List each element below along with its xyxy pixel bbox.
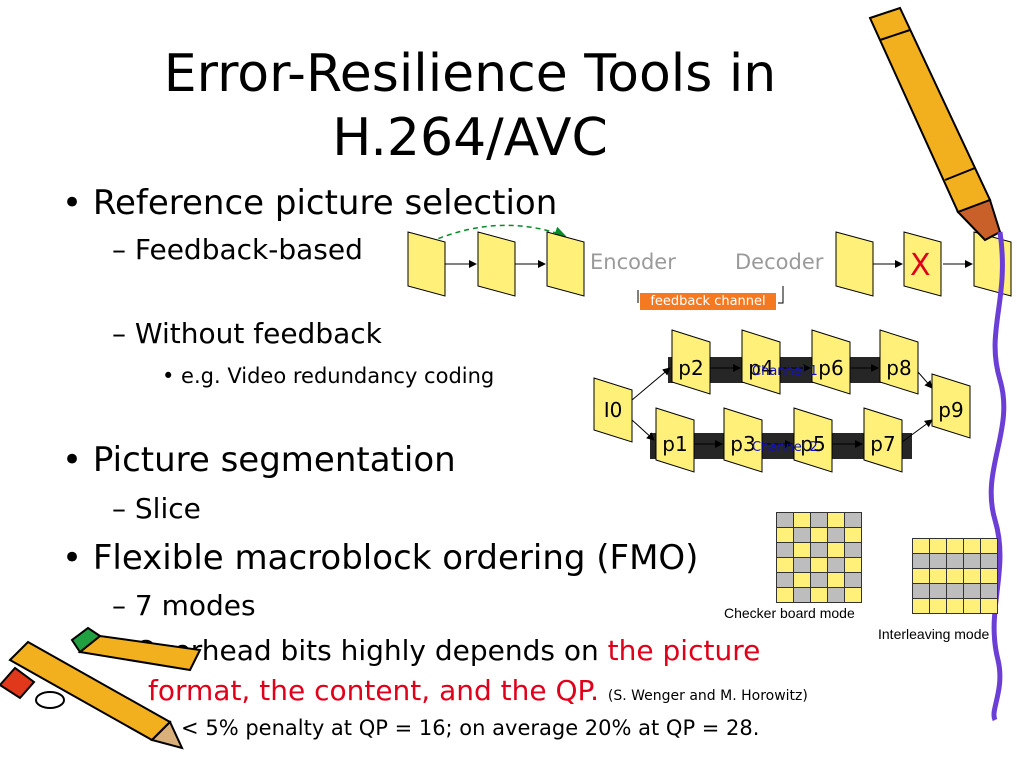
checker-board-grid <box>776 512 862 603</box>
label-p5: p5 <box>800 432 826 456</box>
title-line-1: Error-Resilience Tools in <box>163 44 777 104</box>
frame-i0 <box>593 377 633 443</box>
error-x-mark: X <box>910 248 931 283</box>
bullet-video-redundancy: • e.g. Video redundancy coding <box>162 364 495 388</box>
frame-enc-3 <box>546 231 585 297</box>
overhead-highlight-1: the picture <box>607 634 761 667</box>
label-p1: p1 <box>662 432 688 456</box>
frame-p4 <box>741 329 781 395</box>
label-p4: p4 <box>748 356 774 380</box>
crayon-icon <box>868 6 1007 722</box>
overhead-highlight-2: format, the content, and the QP. <box>148 674 599 707</box>
label-p6: p6 <box>818 356 844 380</box>
frame-dec-x <box>903 231 942 297</box>
citation: (S. Wenger and M. Horowitz) <box>607 688 808 704</box>
frame-p7 <box>863 407 903 473</box>
frame-enc-1 <box>407 231 446 297</box>
interleaving-grid <box>912 538 998 614</box>
bullet-slice: – Slice <box>112 492 201 525</box>
checker-board-caption: Checker board mode <box>724 605 855 621</box>
frame-p8 <box>879 329 919 395</box>
bullet-feedback-based: – Feedback-based <box>112 233 363 266</box>
decoder-label: Decoder <box>735 250 824 274</box>
frame-p1 <box>655 407 695 473</box>
frame-dec-1 <box>835 231 874 297</box>
channel-1-label: Channel 1 <box>752 364 818 379</box>
frame-enc-2 <box>477 231 516 297</box>
channel-2-label: Channel 2 <box>752 440 818 455</box>
frame-p2 <box>671 329 711 395</box>
bullet-reference-picture: • Reference picture selection <box>62 183 558 223</box>
frame-p9 <box>931 373 971 439</box>
bullet-overhead-cont: format, the content, and the QP. (S. Wen… <box>148 674 808 707</box>
bullet-picture-segmentation: • Picture segmentation <box>62 440 456 480</box>
label-i0: I0 <box>603 398 623 422</box>
pencil-icon <box>0 626 202 750</box>
bullet-seven-modes: – 7 modes <box>112 589 256 622</box>
title-line-2: H.264/AVC <box>332 108 608 168</box>
interleaving-caption: Interleaving mode <box>878 626 990 642</box>
label-p8: p8 <box>886 356 912 380</box>
slide-title: Error-Resilience Tools in H.264/AVC <box>60 42 880 170</box>
label-p9: p9 <box>938 398 964 422</box>
bullet-penalty: • < 5% penalty at QP = 16; on average 20… <box>162 716 760 740</box>
label-p2: p2 <box>678 356 704 380</box>
frame-p3 <box>723 407 763 473</box>
encoder-label: Encoder <box>590 250 676 274</box>
bullet-fmo: • Flexible macroblock ordering (FMO) <box>62 538 699 578</box>
frame-dec-3 <box>973 231 1012 297</box>
label-p3: p3 <box>730 432 756 456</box>
feedback-channel-label: feedback channel <box>640 293 776 310</box>
frame-p5 <box>793 407 833 473</box>
frame-p6 <box>811 329 851 395</box>
bullet-without-feedback: – Without feedback <box>112 317 382 350</box>
label-p7: p7 <box>870 432 896 456</box>
